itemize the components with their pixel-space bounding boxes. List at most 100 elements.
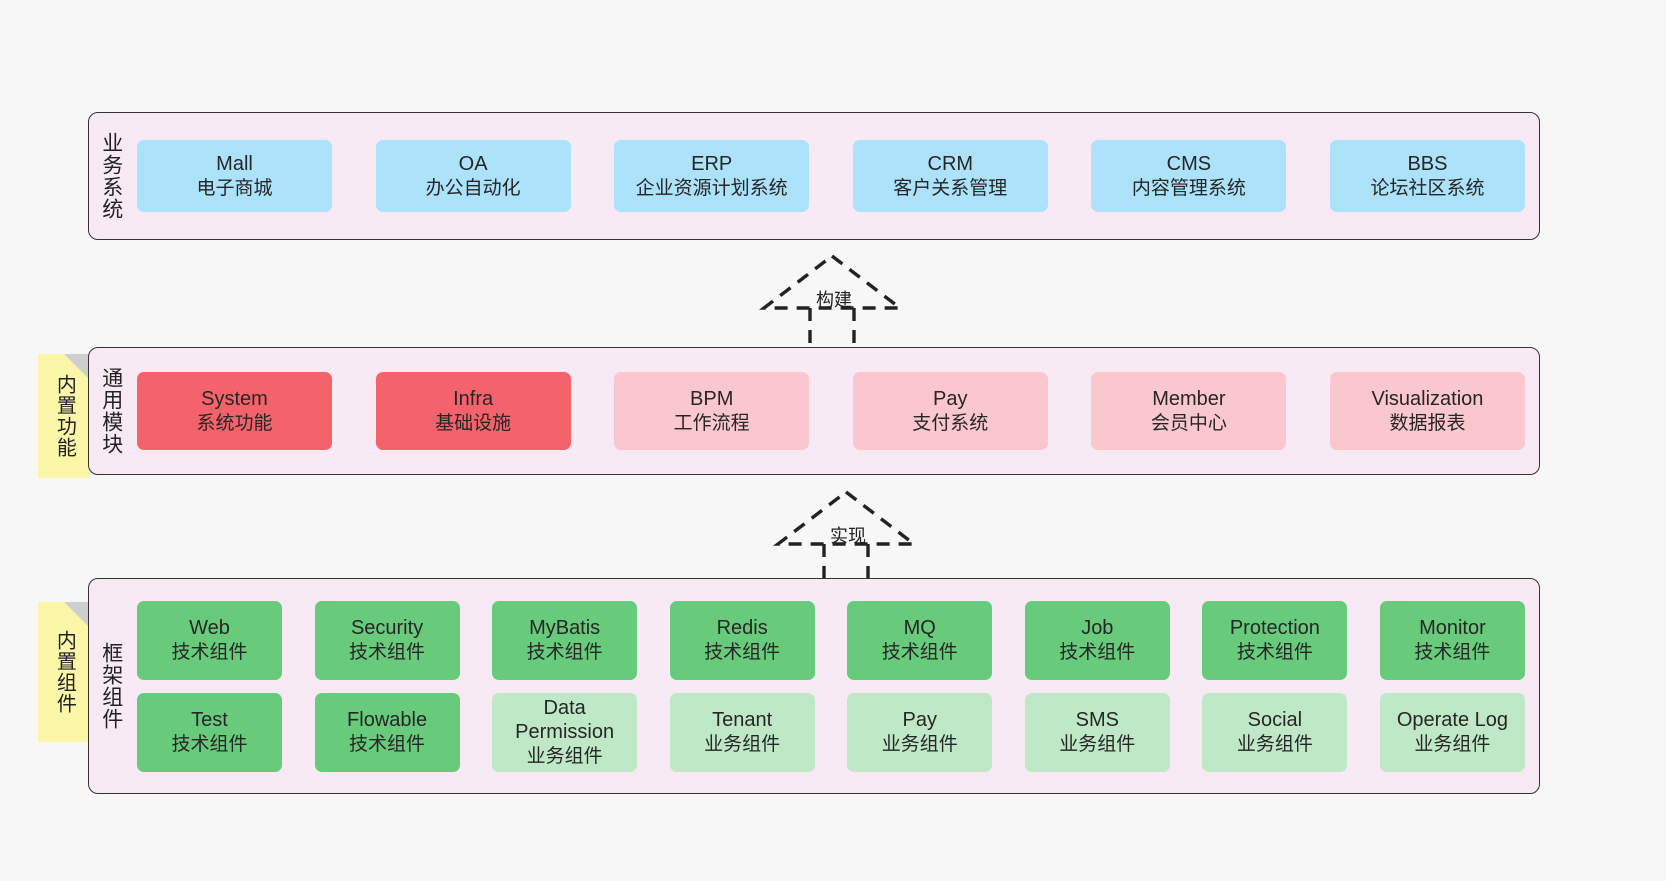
card-title: Flowable bbox=[347, 709, 428, 732]
card-bpm[interactable]: BPM 工作流程 bbox=[614, 372, 810, 450]
card-title: Redis bbox=[716, 617, 768, 640]
connector-label: 构建 bbox=[816, 290, 852, 310]
card-data-permission[interactable]: Data Permission 业务组件 bbox=[492, 692, 638, 772]
layer-common-modules: 通用模块 System 系统功能 Infra 基础设施 BPM 工作流程 Pay… bbox=[88, 347, 1540, 475]
layer-business-cards: Mall 电子商城 OA 办公自动化 ERP 企业资源计划系统 CRM 客户关系… bbox=[133, 113, 1539, 239]
card-title: Pay bbox=[933, 388, 968, 411]
card-visualization[interactable]: Visualization 数据报表 bbox=[1329, 372, 1525, 450]
card-title: CMS bbox=[1166, 153, 1212, 176]
card-pay[interactable]: Pay 支付系统 bbox=[852, 372, 1048, 450]
layer-business-systems: 业务系统 Mall 电子商城 OA 办公自动化 ERP 企业资源计划系统 CRM… bbox=[88, 112, 1540, 240]
card-subtitle: 办公自动化 bbox=[425, 177, 521, 199]
card-subtitle: 基础设施 bbox=[435, 412, 512, 434]
card-web[interactable]: Web 技术组件 bbox=[137, 600, 282, 680]
layer-framework-components: 框架组件 Web 技术组件 Security 技术组件 MyBatis 技术组件… bbox=[88, 578, 1540, 794]
card-subtitle: 业务组件 bbox=[1059, 733, 1136, 755]
card-title: Monitor bbox=[1419, 617, 1486, 640]
card-title: Operate Log bbox=[1396, 709, 1509, 732]
card-title: Security bbox=[350, 617, 424, 640]
generalization-arrowhead-icon bbox=[758, 253, 906, 310]
card-flowable[interactable]: Flowable 技术组件 bbox=[314, 692, 460, 772]
card-subtitle: 业务组件 bbox=[1236, 733, 1313, 755]
card-title: System bbox=[201, 388, 268, 411]
card-title: MQ bbox=[903, 617, 936, 640]
card-title: OA bbox=[458, 153, 488, 176]
card-member[interactable]: Member 会员中心 bbox=[1091, 372, 1287, 450]
card-subtitle: 内容管理系统 bbox=[1131, 177, 1246, 199]
card-title: Web bbox=[189, 617, 230, 640]
card-test[interactable]: Test 技术组件 bbox=[137, 692, 282, 772]
card-bbs[interactable]: BBS 论坛社区系统 bbox=[1329, 140, 1525, 212]
card-title: BBS bbox=[1407, 153, 1448, 176]
card-subtitle: 技术组件 bbox=[704, 641, 781, 663]
card-subtitle: 技术组件 bbox=[171, 641, 248, 663]
card-redis[interactable]: Redis 技术组件 bbox=[669, 600, 815, 680]
card-subtitle: 技术组件 bbox=[349, 641, 426, 663]
card-crm[interactable]: CRM 客户关系管理 bbox=[852, 140, 1048, 212]
connector-implement: 实现 bbox=[766, 488, 926, 580]
card-title: Infra bbox=[453, 388, 494, 411]
card-subtitle: 会员中心 bbox=[1150, 412, 1227, 434]
card-subtitle: 技术组件 bbox=[1059, 641, 1136, 663]
card-subtitle: 数据报表 bbox=[1389, 412, 1466, 434]
card-title: Mall bbox=[216, 153, 253, 176]
layer-framework-cards: Web 技术组件 Security 技术组件 MyBatis 技术组件 Redi… bbox=[133, 579, 1539, 793]
layer-common-title: 通用模块 bbox=[99, 367, 123, 455]
card-subtitle: 技术组件 bbox=[1236, 641, 1313, 663]
card-subtitle: 技术组件 bbox=[881, 641, 958, 663]
generalization-stem-icon bbox=[822, 544, 870, 580]
card-subtitle: 技术组件 bbox=[1414, 641, 1491, 663]
card-mybatis[interactable]: MyBatis 技术组件 bbox=[492, 600, 638, 680]
connector-build: 构建 bbox=[752, 252, 912, 344]
sticky-note-label: 内置功能 bbox=[53, 374, 76, 458]
card-subtitle: 技术组件 bbox=[526, 641, 603, 663]
card-title: Social bbox=[1247, 709, 1303, 732]
card-title: ERP bbox=[691, 153, 733, 176]
framework-row-technical: Web 技术组件 Security 技术组件 MyBatis 技术组件 Redi… bbox=[137, 600, 1525, 680]
card-job[interactable]: Job 技术组件 bbox=[1024, 600, 1170, 680]
layer-common-cards: System 系统功能 Infra 基础设施 BPM 工作流程 Pay 支付系统… bbox=[133, 348, 1539, 474]
card-title: Data Permission bbox=[515, 697, 615, 744]
card-mall[interactable]: Mall 电子商城 bbox=[137, 140, 332, 212]
card-sms[interactable]: SMS 业务组件 bbox=[1024, 692, 1170, 772]
framework-row-business: Test 技术组件 Flowable 技术组件 Data Permission … bbox=[137, 692, 1525, 772]
sticky-note-label: 内置组件 bbox=[53, 630, 76, 714]
card-erp[interactable]: ERP 企业资源计划系统 bbox=[614, 140, 810, 212]
generalization-arrowhead-icon bbox=[772, 489, 920, 546]
card-title: Test bbox=[191, 709, 228, 732]
card-operate-log[interactable]: Operate Log 业务组件 bbox=[1379, 692, 1525, 772]
card-monitor[interactable]: Monitor 技术组件 bbox=[1379, 600, 1525, 680]
card-system[interactable]: System 系统功能 bbox=[137, 372, 332, 450]
card-title: Member bbox=[1152, 388, 1226, 411]
card-tenant[interactable]: Tenant 业务组件 bbox=[669, 692, 815, 772]
card-subtitle: 技术组件 bbox=[349, 733, 426, 755]
card-subtitle: 支付系统 bbox=[912, 412, 989, 434]
card-title: Visualization bbox=[1371, 388, 1484, 411]
card-mq[interactable]: MQ 技术组件 bbox=[847, 600, 993, 680]
layer-business-title: 业务系统 bbox=[99, 132, 123, 220]
card-infra[interactable]: Infra 基础设施 bbox=[375, 372, 571, 450]
connector-label: 实现 bbox=[830, 526, 866, 546]
card-subtitle: 工作流程 bbox=[673, 412, 750, 434]
card-cms[interactable]: CMS 内容管理系统 bbox=[1091, 140, 1287, 212]
card-subtitle: 企业资源计划系统 bbox=[635, 177, 788, 199]
card-oa[interactable]: OA 办公自动化 bbox=[375, 140, 571, 212]
generalization-stem-icon bbox=[808, 308, 856, 344]
card-pay-component[interactable]: Pay 业务组件 bbox=[847, 692, 993, 772]
card-security[interactable]: Security 技术组件 bbox=[314, 600, 460, 680]
card-subtitle: 客户关系管理 bbox=[893, 177, 1008, 199]
card-subtitle: 业务组件 bbox=[1414, 733, 1491, 755]
card-title: Job bbox=[1081, 617, 1114, 640]
card-subtitle: 系统功能 bbox=[196, 412, 273, 434]
card-protection[interactable]: Protection 技术组件 bbox=[1202, 600, 1348, 680]
card-title: Protection bbox=[1229, 617, 1320, 640]
card-subtitle: 论坛社区系统 bbox=[1370, 177, 1485, 199]
card-title: Tenant bbox=[712, 709, 773, 732]
card-subtitle: 业务组件 bbox=[526, 745, 603, 767]
card-title: Pay bbox=[902, 709, 937, 732]
card-title: MyBatis bbox=[529, 617, 601, 640]
card-social[interactable]: Social 业务组件 bbox=[1202, 692, 1348, 772]
layer-framework-title: 框架组件 bbox=[99, 642, 123, 730]
card-subtitle: 业务组件 bbox=[881, 733, 958, 755]
